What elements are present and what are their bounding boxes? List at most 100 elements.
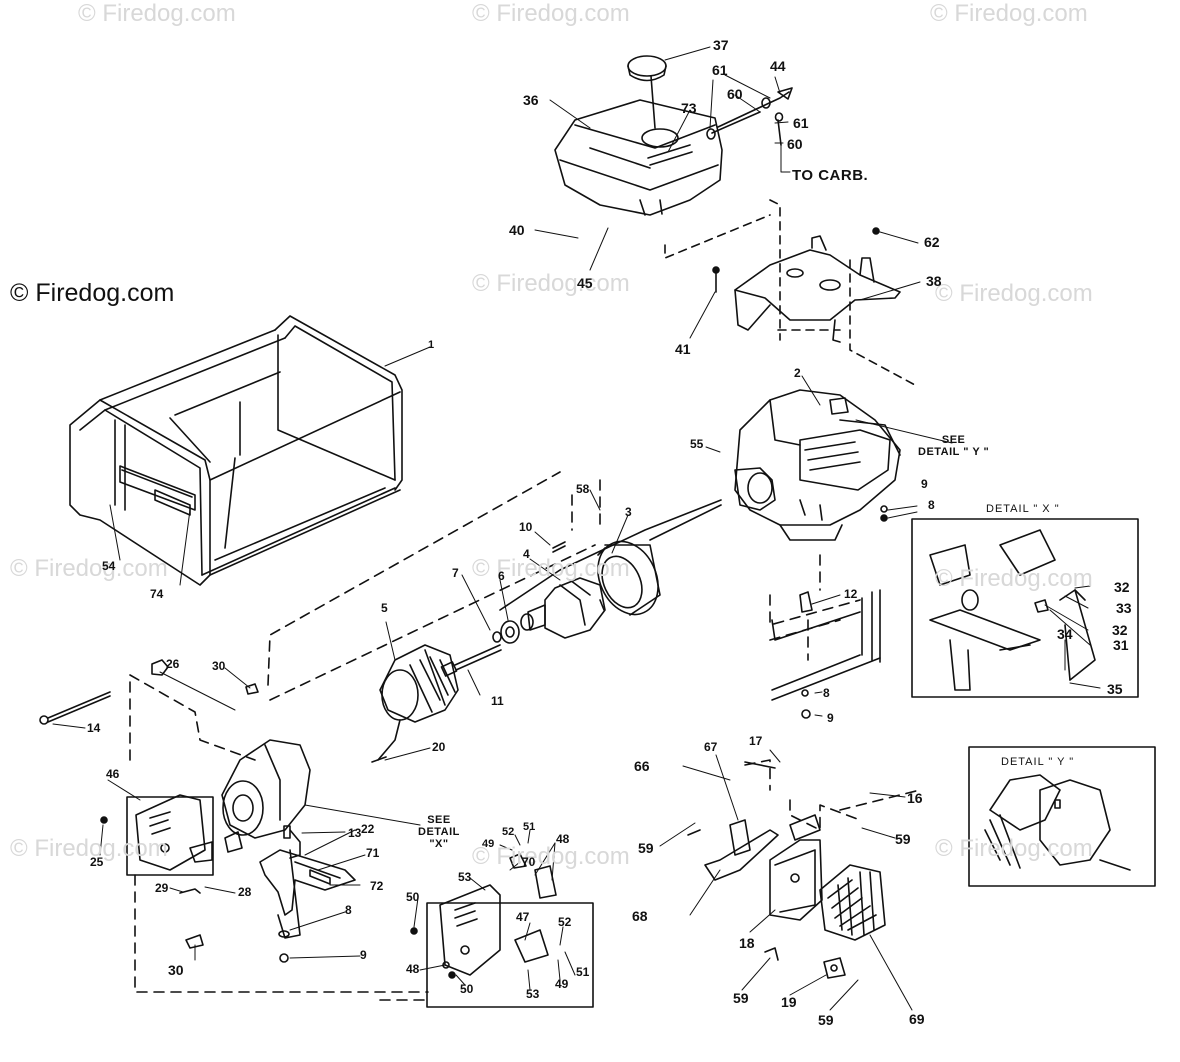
callout-1: 1 [428,339,435,351]
callout-26: 26 [166,657,180,671]
muffler [769,814,823,921]
callout-67: 67 [704,740,718,754]
watermark-faint: © Firedog.com [935,565,1093,592]
part-30-clip-b [185,934,204,949]
callout-32: 32 [1112,622,1128,638]
callout-48: 48 [406,962,420,976]
callout-30: 30 [212,659,226,673]
watermark-faint: © Firedog.com [472,555,630,582]
watermark-faint: © Firedog.com [472,270,630,297]
callout-20: 20 [432,740,446,754]
fuel-line-parts [706,87,793,146]
washer [500,620,520,644]
callout-5: 5 [381,601,388,615]
callout-59: 59 [818,1012,834,1028]
callout-7: 7 [452,566,459,580]
callout-69: 69 [909,1011,925,1027]
callout-33: 33 [1116,600,1132,616]
callout-28: 28 [238,885,252,899]
callout-49: 49 [555,977,569,991]
callout-60: 60 [787,136,803,152]
callout-53: 53 [458,870,472,884]
callout-16: 16 [907,790,923,806]
callout-37: 37 [713,37,729,53]
callout-8: 8 [345,903,352,917]
callout-6: 6 [498,569,505,583]
washer-small [492,631,502,643]
frame [69,315,403,586]
nut-9 [801,709,811,719]
callout-10: 10 [519,520,533,534]
muffler-bracket [704,819,779,881]
callout-31: 31 [1113,637,1129,653]
frame-fragment [771,589,881,701]
callout-22: 22 [361,822,375,836]
callout-61: 61 [793,115,809,131]
callout-4: 4 [523,547,530,561]
callout-41: 41 [675,341,691,357]
watermark-faint: © Firedog.com [930,0,1088,27]
callout-17: 17 [749,734,763,748]
nut-9b [279,953,289,963]
fuel-tank [554,99,723,216]
tank-mount-lines [664,199,916,386]
note-see-detail-x: SEE DETAIL "X" [418,814,460,850]
callout-13: 13 [348,826,362,840]
washer-8 [801,689,809,697]
callout-73: 73 [681,100,697,116]
callout-60: 60 [727,86,743,102]
fan-pin [377,719,401,761]
callout-71: 71 [366,846,380,860]
callout-58: 58 [576,482,590,496]
callout-59: 59 [733,990,749,1006]
fuel-cap [627,55,667,129]
screw-59c [764,947,779,961]
part-29 [179,888,201,894]
callout-32: 32 [1114,579,1130,595]
callout-49: 49 [482,838,495,850]
watermark-faint: © Firedog.com [935,835,1093,862]
assembly-guide-lines [129,471,921,1001]
callout-61: 61 [712,62,728,78]
callout-9: 9 [827,711,834,725]
callout-62: 62 [924,234,940,250]
stator [597,540,661,616]
callout-51: 51 [523,821,536,833]
detail-y-title: DETAIL " Y " [1001,756,1075,768]
part-19-plate [823,957,846,979]
watermark-faint: © Firedog.com [10,835,168,862]
watermark-faint: © Firedog.com [935,280,1093,307]
callout-50: 50 [460,982,474,996]
control-panel-right [426,853,594,1008]
callout-3: 3 [625,505,632,519]
callout-12: 12 [844,587,858,601]
rear-bearing-carrier [221,739,311,859]
detail-x-box [911,518,1139,698]
callout-52: 52 [502,826,515,838]
callout-66: 66 [634,758,650,774]
callout-70: 70 [522,855,536,869]
callout-51: 51 [576,965,590,979]
callout-19: 19 [781,994,797,1010]
callout-25: 25 [90,855,104,869]
callout-2: 2 [794,366,801,380]
callout-30: 30 [168,962,184,978]
callout-34: 34 [1057,626,1073,642]
tank-bracket [734,235,901,343]
callout-68: 68 [632,908,648,924]
callout-38: 38 [926,273,942,289]
callout-74: 74 [150,587,164,601]
callout-9: 9 [921,477,928,491]
watermark-faint: © Firedog.com [472,843,630,870]
bolt-10 [552,541,566,553]
leader-lines [52,46,1101,1011]
callout-29: 29 [155,881,169,895]
callout-36: 36 [523,92,539,108]
callout-59: 59 [895,831,911,847]
callout-14: 14 [87,721,101,735]
callout-35: 35 [1107,681,1123,697]
callout-8: 8 [928,498,935,512]
note-see-detail-y: SEE DETAIL " Y " [918,434,990,458]
callout-47: 47 [516,910,530,924]
